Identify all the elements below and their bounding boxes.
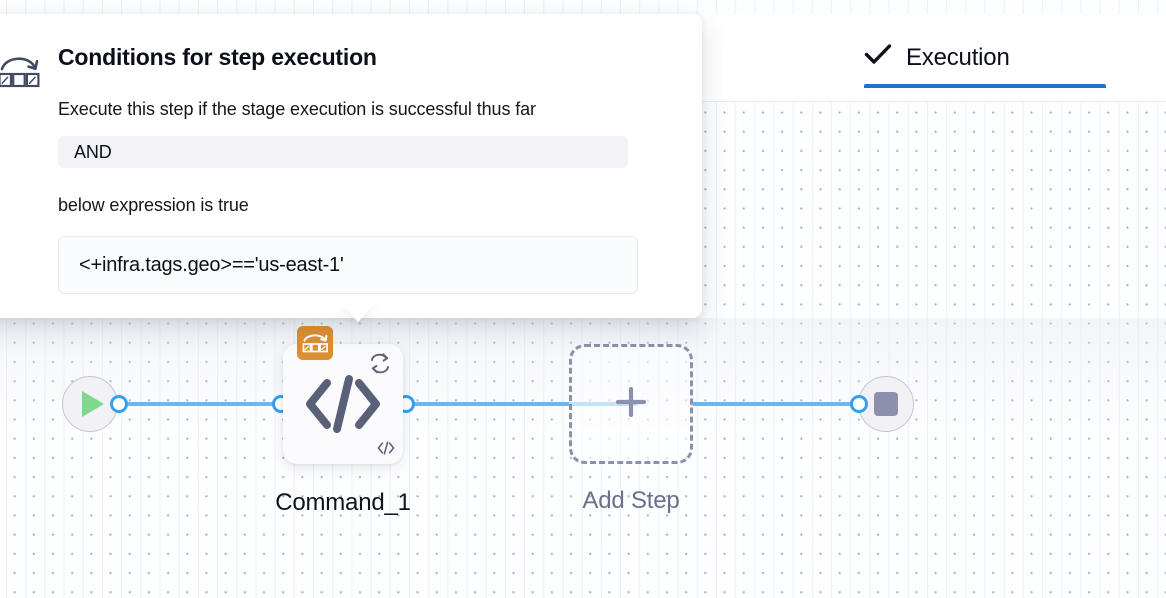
tab-active-underline (864, 84, 1106, 88)
expression-value: <+infra.tags.geo>=='us-east-1' (79, 253, 344, 276)
edge-addstep-to-end[interactable] (690, 402, 870, 406)
expression-input[interactable]: <+infra.tags.geo>=='us-east-1' (58, 236, 638, 294)
edge-start-to-command[interactable] (116, 402, 316, 406)
end-node[interactable] (858, 376, 914, 432)
code-icon-small (375, 438, 397, 458)
port-start-output[interactable] (110, 395, 128, 413)
play-icon (82, 391, 104, 417)
add-step-label: Add Step (582, 487, 680, 514)
check-icon (864, 43, 892, 72)
plus-icon (611, 382, 651, 427)
port-end-input[interactable] (850, 395, 868, 413)
conditional-execution-icon-header (0, 52, 42, 92)
popover-description: Execute this step if the stage execution… (58, 99, 536, 119)
popover-title: Conditions for step execution (58, 44, 377, 70)
conditions-popover: Conditions for step execution Execute th… (0, 14, 702, 318)
start-node[interactable] (62, 376, 118, 432)
add-step-button[interactable] (569, 344, 693, 464)
retry-loop-icon (363, 346, 397, 380)
operator-select[interactable]: AND (58, 136, 628, 168)
edge-command-to-addstep[interactable] (398, 402, 638, 406)
step-label-command-1: Command_1 (275, 489, 411, 516)
popover-condition-text: below expression is true (58, 195, 249, 215)
conditional-execution-icon[interactable] (297, 326, 333, 360)
code-icon (283, 344, 403, 464)
operator-value: AND (74, 141, 112, 162)
tab-execution-label: Execution (906, 43, 1010, 71)
step-node-command-1[interactable] (283, 326, 403, 464)
popover-arrow (340, 302, 376, 322)
tab-execution[interactable]: Execution (864, 14, 1010, 101)
stop-icon (874, 392, 898, 416)
